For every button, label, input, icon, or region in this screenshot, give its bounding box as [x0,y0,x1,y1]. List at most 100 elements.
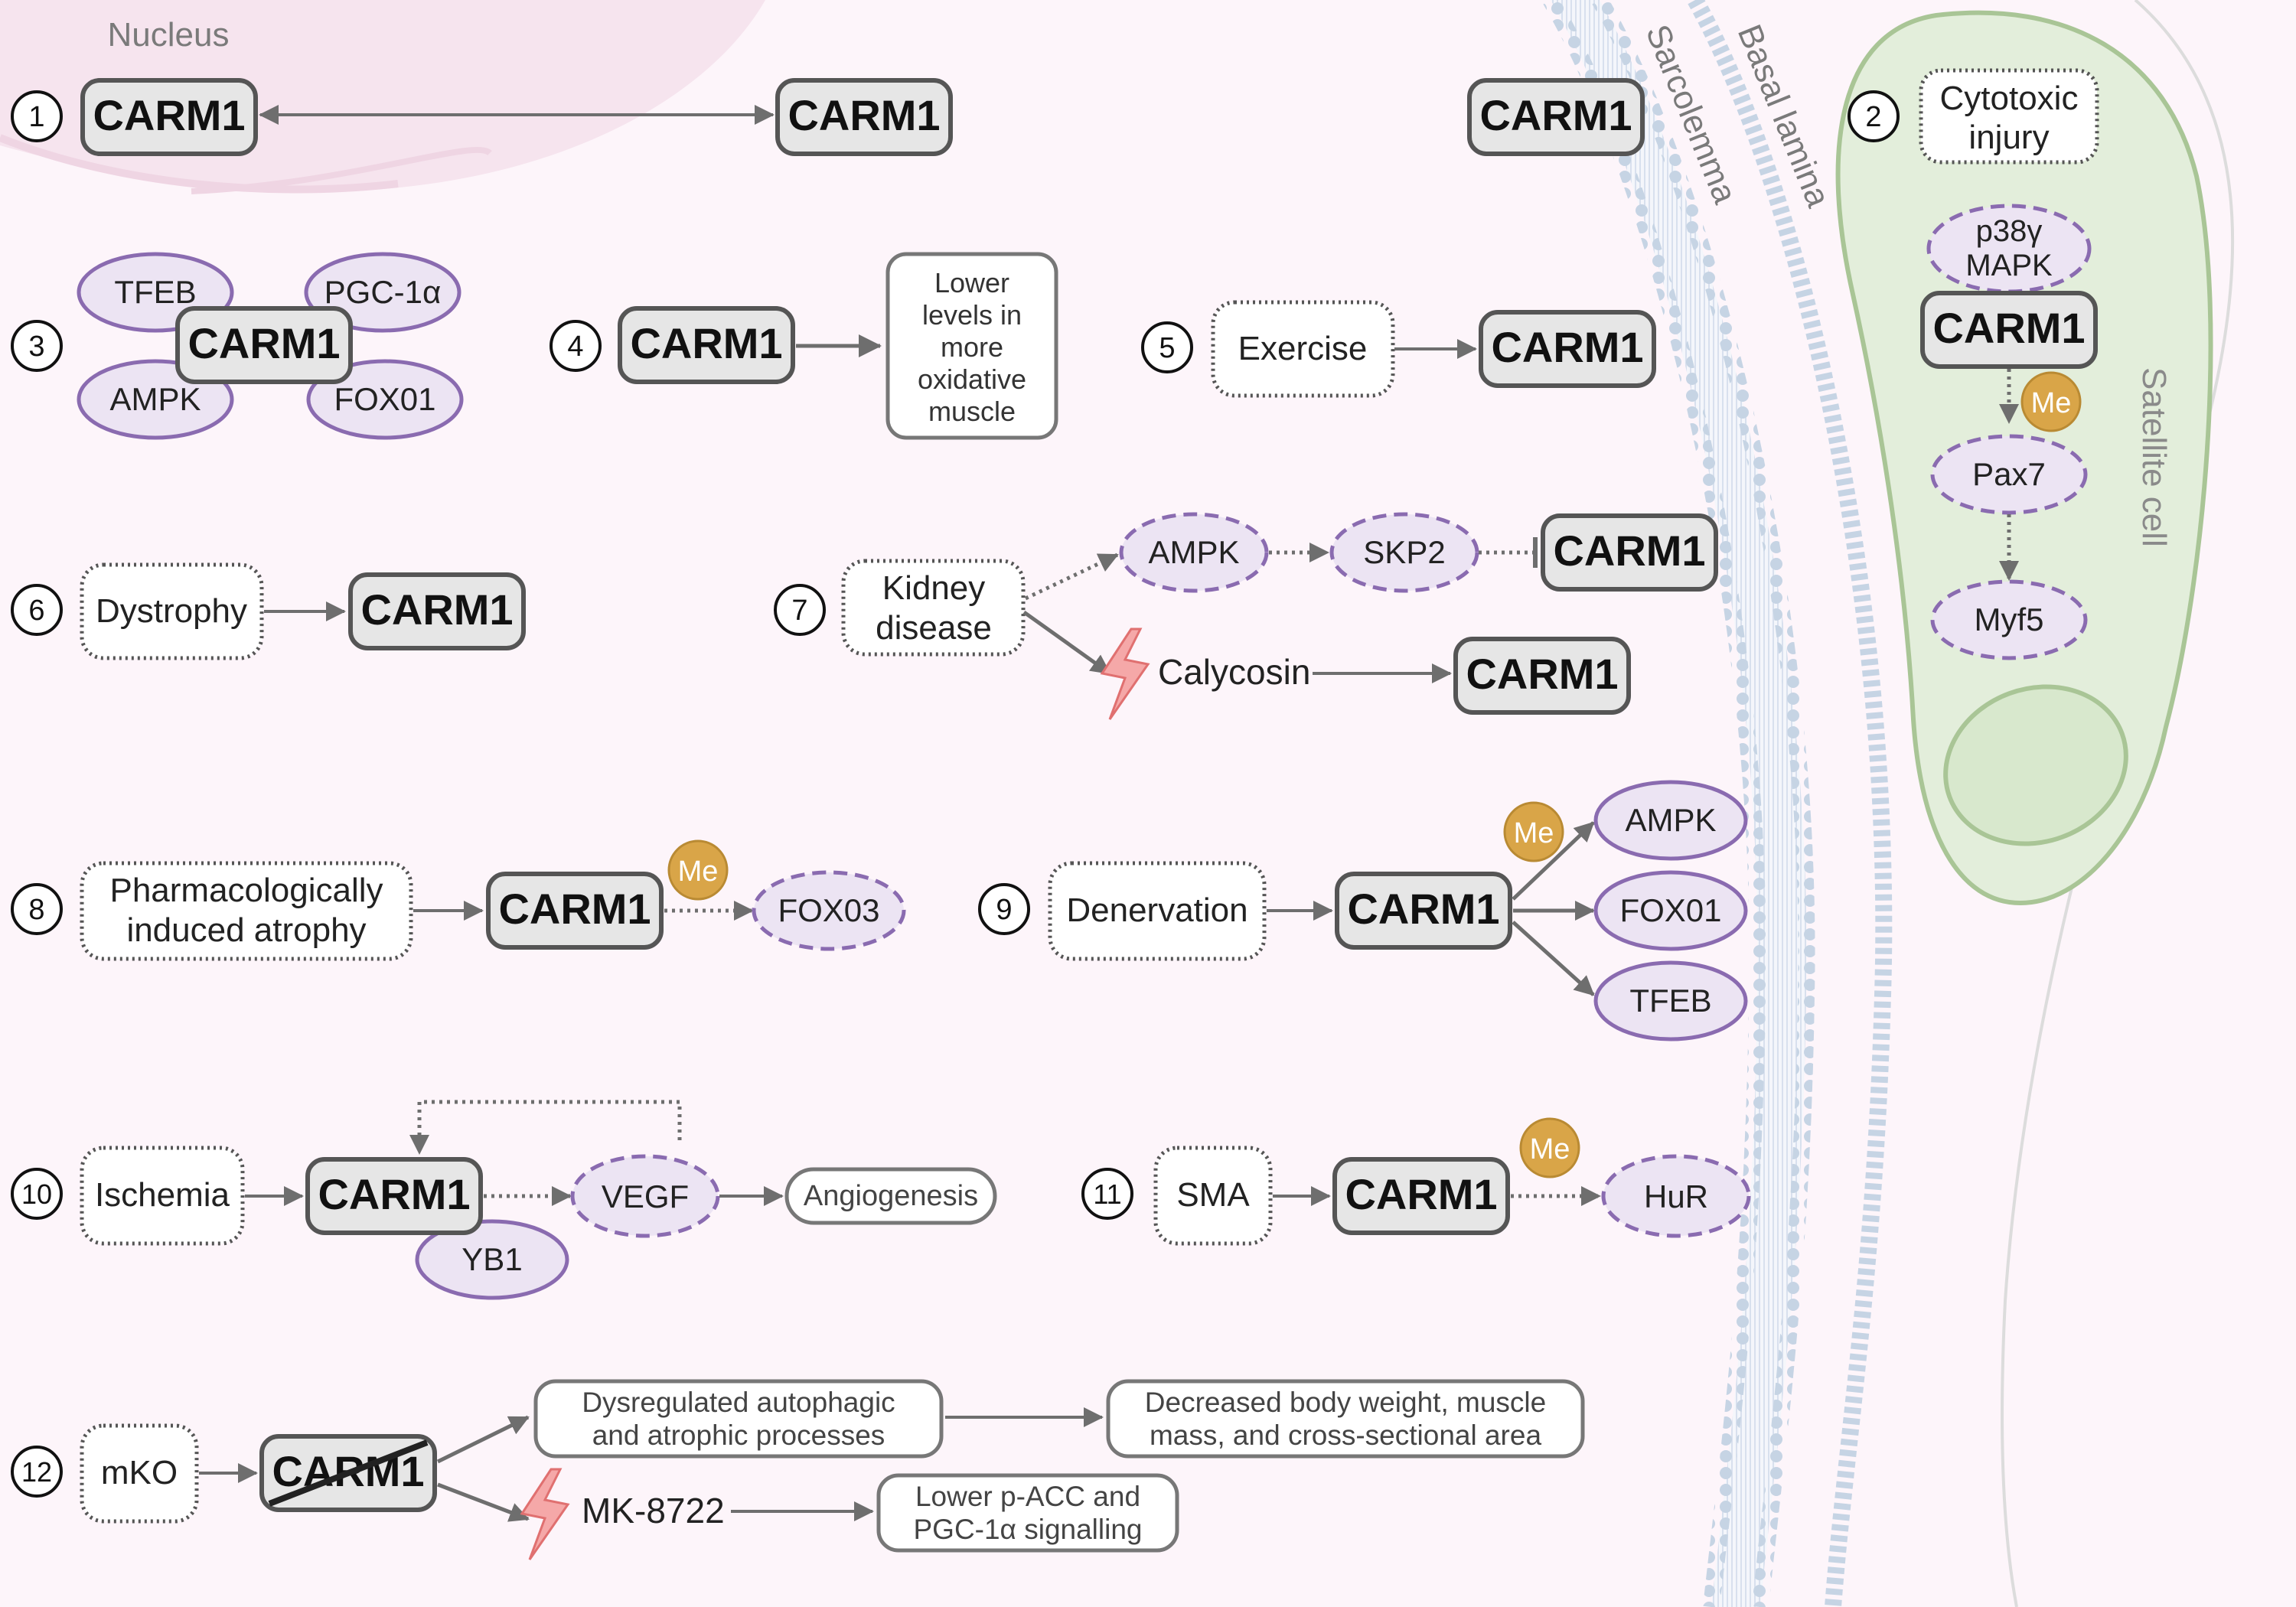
methyl-label: Me [1514,817,1554,849]
yb1-node[interactable]: YB1 [415,1219,569,1300]
lower-pacc-box[interactable]: Lower p-ACC and PGC-1α signalling [876,1473,1179,1553]
methyl-badge: Me [667,839,729,901]
carm1-node[interactable]: CARM1 [775,78,953,156]
fox03-node[interactable]: FOX03 [752,870,906,951]
panel-marker-3: 3 [11,320,63,372]
hur-node[interactable]: HuR [1601,1154,1751,1238]
carm1-node[interactable]: CARM1 [486,872,664,950]
carm1-knockout-node[interactable]: CARM1 [259,1434,437,1512]
panel-marker-10: 10 [11,1168,63,1220]
carm1-node[interactable]: CARM1 [1332,1157,1510,1235]
lower-pacc-line-1: Lower p-ACC and [915,1481,1140,1512]
angiogenesis-box[interactable]: Angiogenesis [784,1167,997,1225]
svg-text:2: 2 [1865,101,1881,133]
carm1-node[interactable]: CARM1 [618,306,795,384]
injury-line-1: Cytotoxic [1940,80,2079,117]
svg-text:5: 5 [1159,332,1175,364]
carm1-node[interactable]: CARM1 [1541,513,1718,592]
sarcolemma-band [1543,0,1893,1607]
yb1-label: YB1 [461,1241,522,1277]
dystrophy-box[interactable]: Dystrophy [80,562,264,660]
carm1-node[interactable]: CARM1 [1335,872,1512,950]
p38-mapk-node[interactable]: p38γ MAPK [1926,204,2092,294]
carm1-node[interactable]: CARM1 [348,572,526,650]
sma-box[interactable]: SMA [1153,1146,1273,1246]
carm1-label: CARM1 [360,585,513,634]
carm1-label: CARM1 [188,319,340,367]
basal-lamina-label: Basal lamina [1730,19,1838,212]
oxidative-muscle-box[interactable]: Lower levels in more oxidative muscle [885,252,1058,440]
panel-10: Ischemia YB1 CARM1 VEGF Angiogenesis [80,1100,997,1300]
skp2-label: SKP2 [1363,534,1445,570]
panel-marker-8: 8 [11,883,63,935]
satellite-cell-label: Satellite cell [2135,367,2173,547]
cytotoxic-injury-box[interactable]: Cytotoxic injury [1919,68,2099,165]
panel-marker-5: 5 [1141,321,1193,373]
panel-marker-12: 12 [11,1446,63,1498]
mko-label: mKO [101,1454,178,1491]
ampk-label: AMPK [1148,534,1239,570]
carm1-node[interactable]: CARM1 [1920,291,2098,369]
carm1-node[interactable]: CARM1 [80,78,258,156]
tfeb-node[interactable]: TFEB [1593,960,1748,1041]
mko-box[interactable]: mKO [80,1423,199,1524]
lightning-icon [520,1468,570,1560]
decreased-body-weight-box[interactable]: Decreased body weight, muscle mass, and … [1106,1379,1585,1459]
arrow [1512,921,1595,996]
atrophy-line-2: induced atrophy [126,911,366,949]
carm1-label: CARM1 [93,91,245,139]
carm1-node[interactable]: CARM1 [1453,637,1631,715]
mk8722-label: MK-8722 [582,1491,725,1530]
myf5-node[interactable]: Myf5 [1930,579,2088,660]
carm1-label: CARM1 [318,1170,470,1218]
fox01-node[interactable]: FOX01 [1593,870,1748,951]
fox01-node[interactable]: FOX01 [306,359,464,440]
denervation-box[interactable]: Denervation [1048,861,1267,961]
tfeb-label: TFEB [1629,983,1711,1019]
decreased-line-1: Decreased body weight, muscle [1145,1387,1546,1418]
ampk-node[interactable]: AMPK [1119,512,1269,593]
ampk-label: AMPK [109,381,201,417]
fox03-label: FOX03 [778,892,879,928]
kidney-disease-box[interactable]: Kidney disease [841,559,1026,657]
outcome-line-1: Lower [934,267,1009,298]
carm1-label: CARM1 [1932,304,2085,352]
carm1-node[interactable]: CARM1 [1479,310,1656,388]
carm1-label: CARM1 [1345,1170,1497,1218]
panel-marker-1: 1 [11,90,63,142]
carm1-node[interactable]: CARM1 [1467,78,1645,156]
dysregulated-line-2: and atrophic processes [592,1420,885,1451]
dysregulated-box[interactable]: Dysregulated autophagic and atrophic pro… [533,1379,944,1459]
arrow [437,1482,530,1522]
pharmacological-atrophy-box[interactable]: Pharmacologically induced atrophy [80,861,413,961]
outcome-line-3: more [941,331,1003,363]
exercise-box[interactable]: Exercise [1211,300,1395,398]
panel-marker-2: 2 [1848,90,1900,142]
pax7-node[interactable]: Pax7 [1930,434,2088,515]
myf5-label: Myf5 [1974,601,2043,637]
svg-text:6: 6 [28,595,44,627]
panel-12: mKO CARM1 Dysregulated autophagic and at… [80,1379,1585,1560]
carm1-node[interactable]: CARM1 [305,1157,483,1235]
exercise-label: Exercise [1238,330,1368,367]
skp2-node[interactable]: SKP2 [1329,512,1479,593]
satellite-nucleus [1943,684,2128,846]
fox01-label: FOX01 [1619,892,1721,928]
svg-text:3: 3 [28,331,44,363]
fox01-label: FOX01 [334,381,435,417]
ampk-node[interactable]: AMPK [1593,780,1748,861]
ampk-label: AMPK [1625,802,1716,838]
p38-line-1: p38γ [1976,214,2043,248]
vegf-node[interactable]: VEGF [570,1154,720,1238]
svg-text:10: 10 [21,1178,52,1210]
panel-3: TFEB PGC-1α AMPK FOX01 CARM1 [77,252,464,440]
carm1-node[interactable]: CARM1 [175,306,353,384]
carm1-label: CARM1 [788,91,940,139]
ischemia-box[interactable]: Ischemia [80,1146,245,1246]
methyl-badge: Me [2020,371,2082,432]
angiogenesis-label: Angiogenesis [804,1180,978,1212]
lower-pacc-line-2: PGC-1α signalling [913,1514,1142,1545]
svg-text:12: 12 [21,1456,52,1488]
carm1-label: CARM1 [1347,885,1499,933]
